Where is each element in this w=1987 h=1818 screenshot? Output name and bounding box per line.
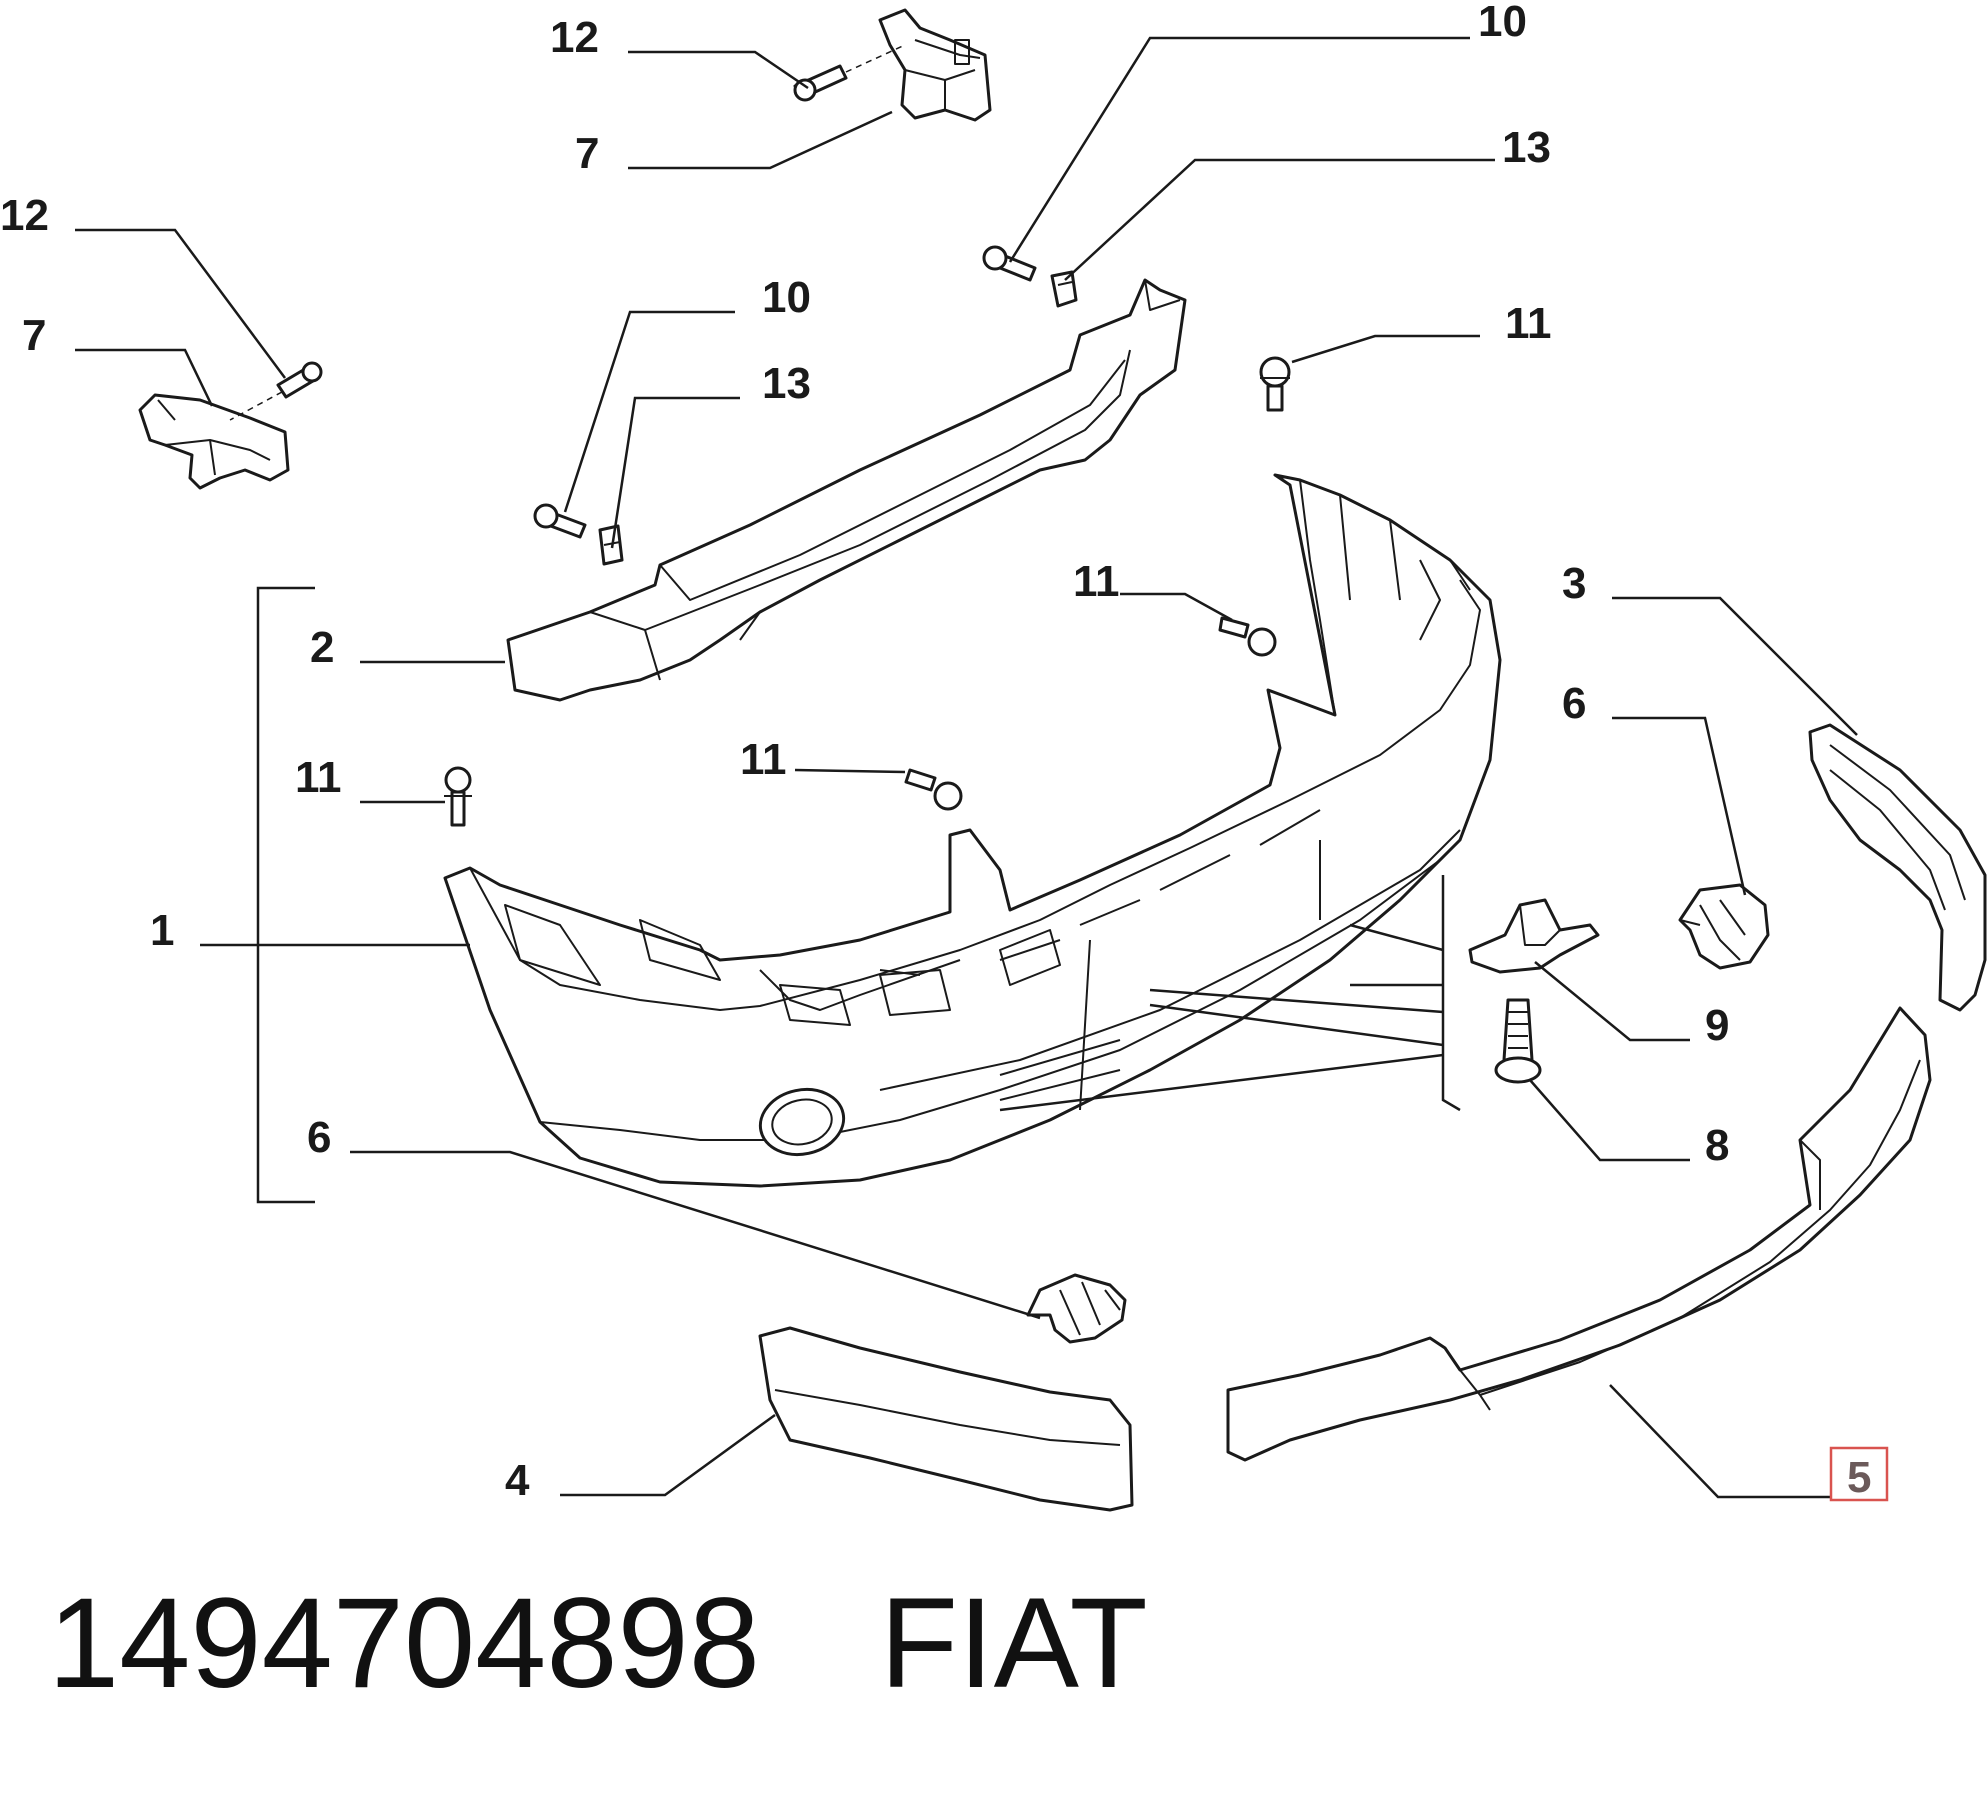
- brand-name: FIAT: [879, 1572, 1148, 1715]
- callout-11-upper-right: 11: [1505, 299, 1552, 348]
- callout-8: 8: [1705, 1121, 1729, 1170]
- callout-12-top: 12: [550, 13, 599, 62]
- callout-3: 3: [1562, 559, 1586, 608]
- callout-7-top: 7: [575, 129, 599, 178]
- callout-9: 9: [1705, 1001, 1729, 1050]
- part-7-bracket-left: [138, 393, 290, 490]
- callout-13-mid: 13: [762, 359, 811, 408]
- part-5-lower-trim-right: [1226, 1006, 1932, 1462]
- callout-11-center: 11: [740, 735, 787, 784]
- leader-lines: [75, 36, 1858, 1499]
- callout-11-mid: 11: [1073, 557, 1120, 606]
- highlight-box-5: [1829, 1446, 1889, 1502]
- part-2-reinforcement-beam: [506, 278, 1187, 702]
- callout-5: 5: [1847, 1453, 1871, 1502]
- part-11-bolt-mid: [1218, 616, 1277, 657]
- part-13-clip-left: [598, 524, 624, 566]
- callout-1: 1: [150, 906, 174, 955]
- part-11-bolt-center: [904, 768, 963, 811]
- callout-11-left: 11: [295, 753, 342, 802]
- callout-13-top: 13: [1502, 123, 1551, 172]
- part-13-clip-right: [1050, 270, 1078, 308]
- part-4-lower-trim-left: [758, 1326, 1134, 1512]
- callout-12-left: 12: [0, 191, 49, 240]
- part-6-clip-right: [1678, 883, 1770, 970]
- part-number: 1494704898: [48, 1572, 760, 1715]
- part-8-push-pin: [1494, 998, 1542, 1084]
- footer: 1494704898 FIAT: [48, 1580, 1148, 1730]
- callout-10-mid: 10: [762, 273, 811, 322]
- part-10-bolt-left: [533, 503, 587, 539]
- callout-2: 2: [310, 623, 334, 672]
- part-7-bracket-top: [878, 8, 992, 122]
- part-1-bumper-cover: [443, 473, 1502, 1188]
- part-12-screw-left: [229, 361, 323, 421]
- part-12-screw-top: [793, 44, 906, 102]
- part-9-bracket: [1468, 898, 1600, 974]
- callout-10-top: 10: [1478, 0, 1527, 46]
- callout-4: 4: [505, 1456, 530, 1505]
- part-11-bolt-upper-right: [1259, 356, 1291, 412]
- callout-6-lower: 6: [307, 1113, 331, 1162]
- part-3-side-trim: [1808, 723, 1987, 1012]
- part-11-bolt-left: [444, 766, 472, 827]
- part-6-clip-lower: [1026, 1273, 1127, 1344]
- callout-7-left: 7: [22, 311, 46, 360]
- callout-labels: 12 7 10 13 12 7 10 13 11 11 3 2 6 11 11 …: [0, 0, 1871, 1505]
- part-10-bolt-right: [982, 245, 1037, 282]
- callout-6-right: 6: [1562, 679, 1586, 728]
